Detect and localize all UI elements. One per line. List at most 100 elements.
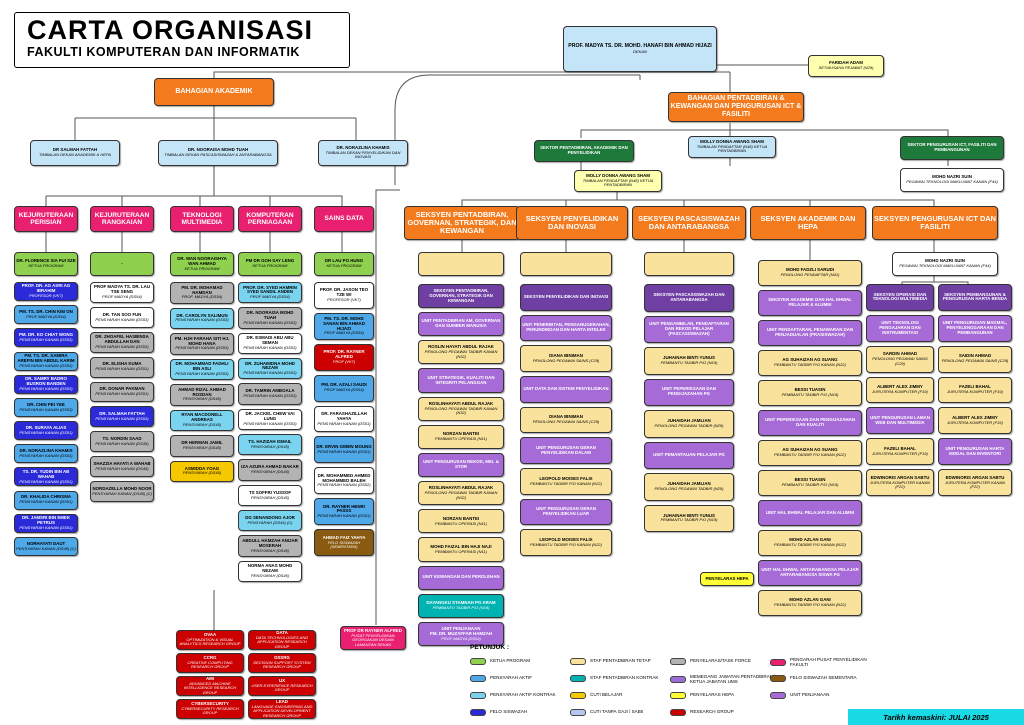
box-role: PENSYARAH KANAN (DS45) (C): [16, 545, 76, 551]
box-title: TS. HAZIZAH ISMAIL: [248, 438, 292, 444]
legend-swatch: [470, 675, 486, 682]
box-role: PEMBANTU TADBIR P/O KANAN (N22): [774, 362, 846, 368]
box-role: PENSYARAH KANAN (DS51): [19, 429, 73, 435]
legend-swatch: [570, 658, 586, 665]
legend-item: CUTI TANPA GAJI / SABII: [570, 709, 686, 716]
box-role: PEMBANTU OPERASI (N11): [435, 520, 487, 526]
box-title: JUHAIDAH JAMLIAN: [667, 481, 711, 487]
box-title: SEKSYEN PENTADBIRAN, GOVERNAN, STRATEGIK…: [429, 287, 493, 303]
box-title: DR LAU PO HUNG: [324, 258, 364, 264]
box-role: DATA TECHNOLOGIES AND APPLICATION RESEAR…: [255, 634, 309, 649]
box-title: DR. SALMAH FATTAH: [99, 411, 145, 417]
box-title: TS SOFFRI YUSSOF: [248, 489, 292, 495]
box-title: AHMAD RIZAL AHMAD ROSDAN: [178, 386, 226, 397]
legend-label: PENYELARAS HEPA: [690, 692, 735, 698]
box-title: UNIT PEPERIKSAAN DAN PENGIJAZAHAN DAN KU…: [765, 417, 855, 427]
box-title: PM DR GOH SAY LENG: [245, 258, 295, 264]
box-title: PM. TS. DR. SAMIRA AREFIN BIN ABDUL KARI…: [17, 352, 75, 363]
box-title: DR. MOHAMMAD FADHLI BIN ASLI: [175, 361, 229, 372]
program-header: TEKNOLOGI MULTIMEDIA: [170, 206, 234, 232]
box-role: PEMBANTU OPERASI (N11): [435, 436, 487, 442]
legend-label: KETUA PROGRAM: [490, 658, 531, 664]
unit-box: SEKSYEN AKADEMIK DAN HAL EHWAL PELAJAR &…: [758, 290, 862, 316]
box-title: KOMPUTERAN PERNIAGAAN: [246, 211, 294, 226]
box-title: DR. TAMRIN AMBOALA: [245, 388, 295, 394]
box-title: SEKTOR PENTADBIRAN, AKADEMIK DAN PENYELI…: [540, 145, 628, 155]
box-role: PENSYARAH (DS45): [182, 444, 222, 450]
unit-box: UNIT PENGURUSAN GERAN PENYELIDIKAN DALAM: [520, 437, 612, 464]
unit-box: SEKSYEN PASCASISWAZAH DAN ANTARABANGSA: [644, 284, 734, 312]
box-role: KETUA PROGRAM: [28, 263, 64, 269]
box-title: FARIDAH ADAM: [829, 60, 863, 66]
box-role: PENOLONG PEGAWAI TADBIR (N29): [654, 485, 724, 491]
box-title: DR. NOORAISA MOHD TUAH: [246, 309, 294, 320]
box-title: UNIT HAL EHWAL PELAJAR DAN ALUMNI: [766, 509, 854, 515]
seksyen-header: SEKSYEN AKADEMIK DAN HEPA: [750, 206, 866, 240]
page-subtitle: FAKULTI KOMPUTERAN DAN INFORMATIK: [27, 45, 300, 59]
box-role: PENOLONG PEGAWAI TADBIR KANAN (N32): [424, 490, 498, 500]
box-role: KETUA PROGRAM: [326, 263, 362, 269]
box-title: MOLLY DONNA AWANG SHAM: [700, 139, 764, 145]
legend-swatch: [570, 692, 586, 699]
empty-box: [520, 252, 612, 276]
box-title: SEKSYEN AKADEMIK DAN HAL EHWAL PELAJAR &…: [768, 297, 852, 307]
unit-box: UNIT PENGAMBILAN, PENDAFTARAN DAN REKOD …: [644, 315, 734, 343]
box-title: DR. FLORENCE SIA FUI SZE: [16, 258, 76, 264]
page-title: CARTA ORGANISASI: [27, 15, 313, 45]
legend-item: PENYELARAS HEPA: [670, 692, 786, 699]
legend-item: FELO SISWAZAH SEMENTARA: [770, 675, 886, 682]
legend-item: PENYELARAS/TASK FORCE: [670, 658, 786, 665]
box-role: TIMBALAN DEKAN PASCASISWAZAH & ANTARABAN…: [164, 152, 272, 158]
box-title: PROF. DR. AG ASRI AG IBRAHIM: [21, 283, 71, 294]
legend-swatch: [770, 692, 786, 699]
box-title: CCRG: [203, 655, 217, 661]
program-header: KEJURUTERAAN RANGKAIAN: [90, 206, 154, 232]
unit-box: UNIT STRATEGIK, KUALITI DAN INTEGRITI PE…: [418, 368, 504, 393]
bahagian-akademik: BAHAGIAN AKADEMIK: [154, 78, 274, 106]
legend-label: FELO SISWAZAH SEMENTARA: [790, 675, 857, 681]
legend-item: RESEARCH GROUP: [670, 709, 786, 716]
bahagian-pentadbiran: BAHAGIAN PENTADBIRAN & KEWANGAN DAN PENG…: [668, 92, 804, 122]
box-title: UNIT PENGURUSAN MAKMAL, PENYELENGGARAAN …: [942, 319, 1008, 335]
box-title: NORZAN BANTEI: [442, 515, 480, 521]
box-title: ALBERT ALEX JIMMY: [877, 384, 923, 390]
box-role: PENOLONG PEGAWAI SAINS (C29): [532, 419, 600, 425]
box-title: UNIT PENTADBIRAN AM, GOVERNAN DAN SUMBER…: [421, 318, 501, 329]
box-role: FELO SISWAZAH (SEMENTARA): [327, 539, 361, 549]
unit-box: SEKSYEN PENYELIDIKAN DAN INOVASI: [520, 284, 612, 311]
unit-box: UNIT PEPERIKSAAN DAN PENGIJAZAHAN DAN KU…: [758, 410, 862, 436]
box-title: SARDIN AHMAD: [882, 351, 918, 357]
box-title: UNIT PENERBITAN, PENGANUGERAHAN, PERUNDI…: [522, 322, 610, 332]
box-role: PUSAT PENYELIDIKAN GEORGAKAN DESAIN LAMA…: [351, 632, 395, 647]
box-title: UNIT DATA DAN SISTEM PENYELIDIKAN: [523, 385, 609, 391]
box-role: JURUTERA KOMPUTER (F19): [947, 420, 1003, 426]
box-title: JUHAIDAH JAMLIAN: [667, 418, 711, 424]
box-title: DR. NOORAISA MOHD TUAH: [187, 147, 249, 153]
box-title: DR. CAROLYN SALIMUN: [176, 312, 228, 318]
box-role: PENSYARAH KANAN (DS53): [175, 345, 229, 351]
box-title: SAINS DATA: [324, 215, 364, 223]
